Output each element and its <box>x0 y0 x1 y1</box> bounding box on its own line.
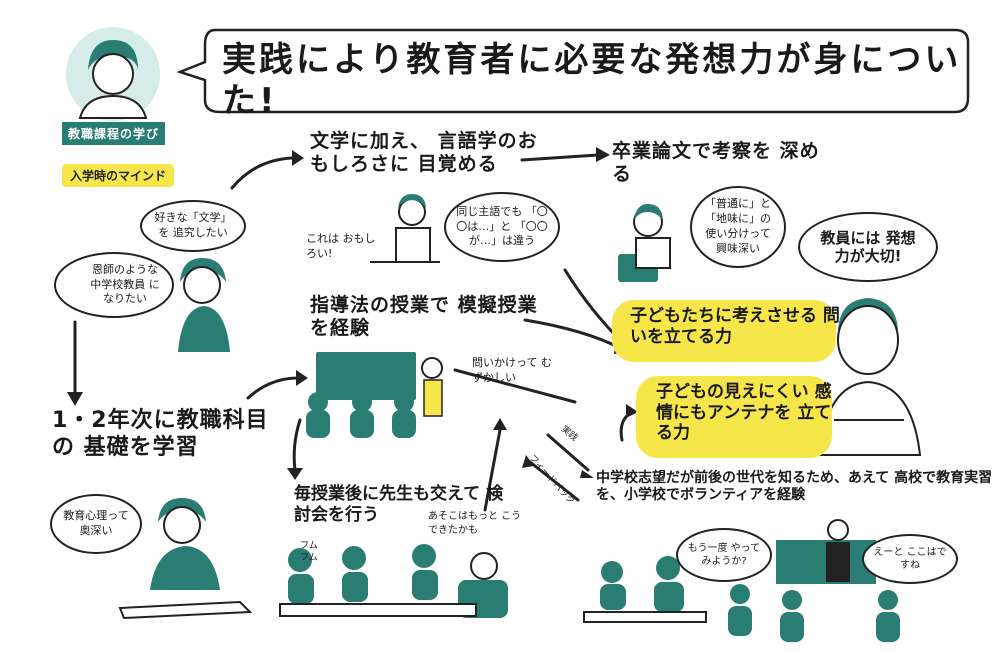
skill1-text: 子どもたちに考えさせる 問いを立てる力 <box>630 306 840 347</box>
psych-bubble: 教育心理って 奥深い <box>50 494 142 554</box>
mock-comment: 問いかけって むずかしい <box>472 356 552 384</box>
wish-literature-text: 好きな「文学」を 追究したい <box>154 211 232 239</box>
mind-student <box>178 258 230 352</box>
kid-bubble-text: もう一度 やってみようか? <box>687 542 761 568</box>
thesis-bubble: 「普通に」と 「地味に」の 使い分けって 興味深い <box>690 186 786 268</box>
thesis-bubble-text: 「普通に」と 「地味に」の 使い分けって 興味深い <box>705 197 771 255</box>
study-student <box>118 498 253 620</box>
psych-text: 教育心理って 奥深い <box>63 509 129 537</box>
mock-lesson-title: 指導法の授業で 模擬授業を経験 <box>310 294 538 340</box>
literature-bubble: 同じ主語でも 「〇〇は…」と 「〇〇が…」は違う <box>444 192 560 262</box>
wish-teacher-text: 恩師のような 中学校教員 になりたい <box>90 262 160 306</box>
skill2-highlight <box>636 376 832 458</box>
kid-bubble: もう一度 やってみようか? <box>676 528 772 582</box>
arrow-mock-to-review <box>292 418 302 472</box>
arrow-study-to-mock <box>246 376 300 400</box>
wish-literature-bubble: 好きな「文学」を 追究したい <box>140 200 246 252</box>
review-nod: フムフム <box>300 541 318 564</box>
arrow-practice <box>546 433 590 472</box>
line-mock-comment <box>453 368 577 404</box>
review-title: 毎授業後に先生も交えて 検討会を行う <box>294 484 504 525</box>
teacher-thought-bubble: 教員には 発想力が大切! <box>798 212 938 282</box>
hs-bubble: えーと ここはですね <box>862 534 958 584</box>
arrow-lit-to-thesis <box>520 153 600 162</box>
mind-tag: 入学時のマインド <box>62 164 175 187</box>
volunteer-text: 中学校志望だが前後の世代を知るため、あえて 高校で教育実習を、小学校でボランティ… <box>596 470 993 504</box>
hs-bubble-text: えーと ここはですね <box>873 546 947 572</box>
literature-comment: これは おもしろい! <box>306 232 376 260</box>
skill1-highlight <box>612 300 836 362</box>
mock-teacher <box>421 357 443 417</box>
study-12-title: 1・2年次に教職科目の 基礎を学習 <box>52 408 269 460</box>
teacher-thought-text: 教員には 発想力が大切! <box>820 228 916 265</box>
skill2-text: 子どもの見えにくい 感情にもアンテナを 立てる力 <box>656 382 832 444</box>
headline: 実践により教育者に必要な発想力が身についた! <box>222 40 962 122</box>
arrow-feedback-up <box>483 428 502 512</box>
headline-bubble-shape <box>176 28 970 114</box>
literature-bubble-text: 同じ主語でも 「〇〇は…」と 「〇〇が…」は違う <box>456 204 548 248</box>
lit-student <box>370 194 440 263</box>
review-comment: あそこはもっと こうできたかも <box>428 511 522 536</box>
school-scene <box>583 519 900 642</box>
wish-teacher-bubble: 恩師のような 中学校教員 になりたい <box>54 252 174 318</box>
big-teacher <box>818 298 922 456</box>
thesis-title: 卒業論文で考察を 深める <box>612 140 820 186</box>
thesis-student <box>618 204 671 282</box>
section-tag: 教職課程の学び <box>62 122 166 145</box>
arrow-feedback <box>528 460 580 502</box>
arrow-mind-to-lit <box>230 156 294 190</box>
avatar-figure <box>78 40 148 119</box>
mock-students <box>306 392 416 438</box>
literature-title: 文学に加え、 言語学のおもしろさに 目覚める <box>310 130 538 176</box>
